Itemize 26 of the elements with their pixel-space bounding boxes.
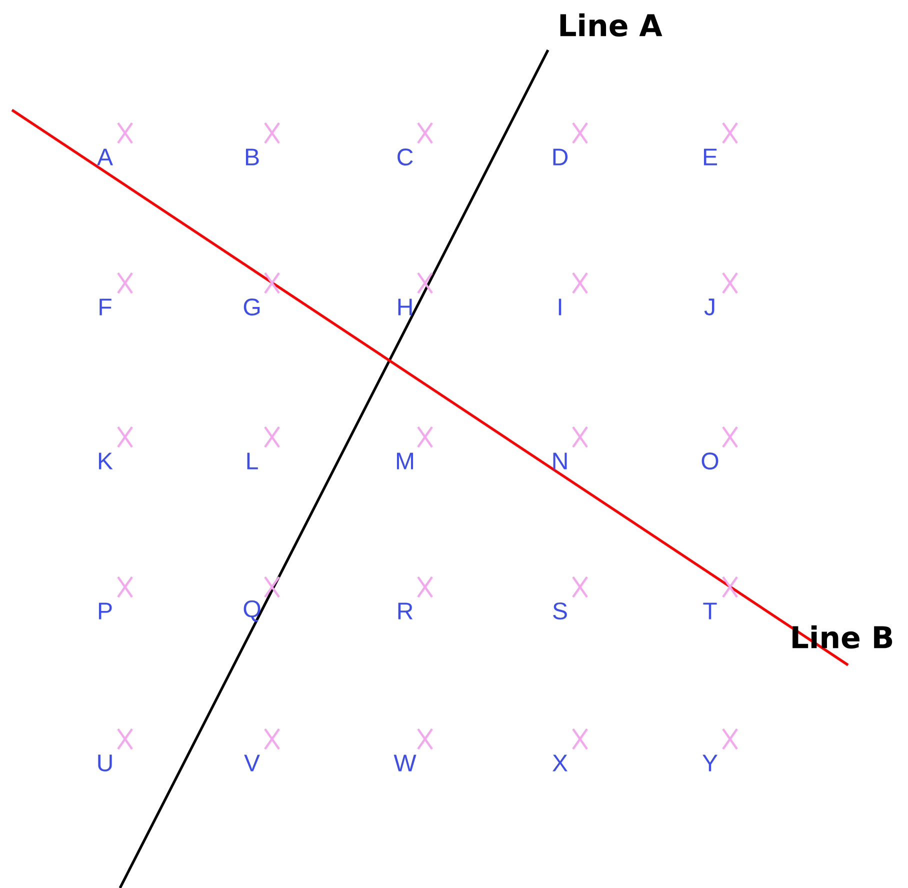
- point-label: J: [704, 298, 714, 316]
- point-label: O: [702, 452, 718, 470]
- point-label: K: [98, 452, 113, 470]
- point-label: D: [553, 148, 568, 166]
- point-label: X: [552, 754, 568, 772]
- point-label: R: [398, 602, 413, 620]
- point-label: I: [558, 298, 562, 316]
- line-label: Line A: [560, 13, 662, 37]
- point-label: A: [97, 148, 113, 166]
- point-label: P: [98, 602, 112, 620]
- point-label: L: [247, 452, 258, 470]
- point-label: B: [246, 148, 259, 166]
- point-label: C: [398, 148, 413, 166]
- point-label: Q: [244, 600, 260, 622]
- point-label: W: [394, 754, 416, 772]
- point-label: F: [100, 298, 112, 316]
- point-label: M: [396, 452, 414, 470]
- point-label: V: [244, 754, 260, 772]
- point-label: T: [703, 602, 717, 620]
- point-label: Y: [702, 754, 718, 772]
- point-label: G: [244, 298, 260, 316]
- point-label: N: [553, 452, 567, 470]
- point-label: E: [704, 148, 717, 166]
- point-label: H: [398, 298, 412, 316]
- point-label: S: [553, 602, 567, 620]
- point-label: U: [98, 754, 112, 772]
